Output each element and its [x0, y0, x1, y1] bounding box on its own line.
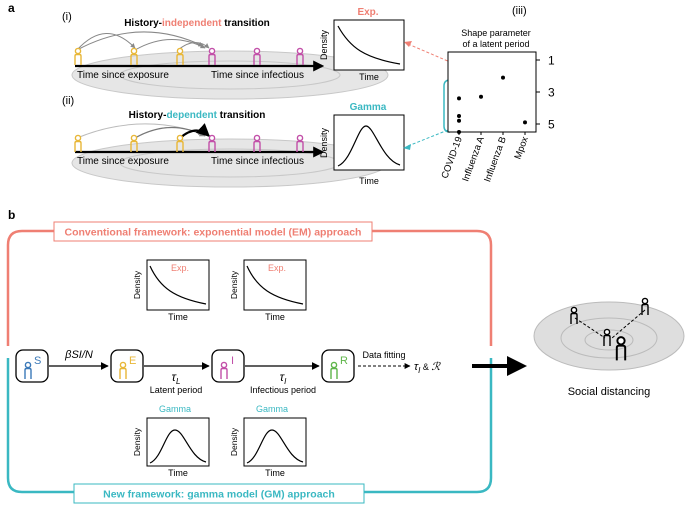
mini-gamma-infectious-xlabel: Time [265, 468, 285, 478]
y-tick-label: 3 [548, 86, 555, 100]
mini-exp-xlabel: Time [359, 72, 379, 82]
panel-a-ii-title: History-dependent transition [129, 110, 266, 121]
axis-exposure-ii: Time since exposure [77, 156, 169, 167]
mini-exp-ylabel: Density [319, 29, 329, 60]
connector-gamma-arrowhead [403, 144, 411, 150]
rate-infection-label: βSI/N [64, 349, 93, 361]
compartment-r [321, 349, 355, 383]
infectious-period-label: Infectious period [250, 385, 316, 395]
person-exposed-icon [74, 47, 82, 66]
mini-gamma-ylabel: Density [319, 127, 329, 158]
axis-infectious-ii: Time since infectious [211, 156, 304, 167]
mini-exp-infectious-title: Exp. [268, 263, 286, 273]
connector-exp-arrowhead [404, 41, 412, 47]
mini-exp-latent-plot [146, 259, 210, 311]
panel-b-label: b [8, 208, 15, 222]
y-tick-label: 5 [548, 118, 555, 132]
gamma-curve [246, 429, 304, 464]
compartment-r-label: R [340, 355, 348, 367]
transition-arc-i-2 [76, 31, 204, 51]
data-point [523, 120, 527, 125]
transition-arc-ii-2 [134, 126, 206, 139]
mini-gamma-infectious-title: Gamma [256, 404, 288, 414]
panel-a-ii-label: (ii) [62, 95, 74, 107]
chart-title-line1: Shape parameter [461, 28, 531, 38]
mini-exp-infectious-ylabel: Density [229, 270, 239, 299]
tau-l-label: τL [172, 370, 181, 386]
new-label-box [73, 483, 365, 504]
social-disc-mid [560, 317, 658, 359]
compartment-i [211, 349, 245, 383]
connector-exp [407, 43, 451, 63]
mini-exp-latent-xlabel: Time [168, 312, 188, 322]
mini-exp-infectious-plot [243, 259, 307, 311]
data-fitting-label: Data fitting [362, 350, 405, 360]
panel-a-i-label: (i) [62, 11, 72, 23]
compartment-e-label: E [129, 355, 136, 367]
exp-curve [149, 265, 207, 305]
distance-line-2 [611, 309, 646, 339]
person-exposed-icon [74, 134, 82, 153]
conventional-label: Conventional framework: exponential mode… [65, 227, 362, 239]
transition-arc-ii-3 [179, 123, 210, 139]
data-point [457, 96, 461, 101]
x-tick-label: COVID-19 [439, 135, 464, 180]
mini-exp-latent-title: Exp. [171, 263, 189, 273]
exp-curve [246, 265, 304, 305]
social-distancing-label: Social distancing [568, 386, 651, 398]
gamma-curve [337, 125, 401, 167]
panel-a-label: a [8, 1, 15, 15]
fit-result-label: τI & ℛ [414, 361, 441, 375]
mini-exp-infectious-xlabel: Time [265, 312, 285, 322]
mini-gamma-xlabel: Time [359, 176, 379, 186]
mini-exp-plot [333, 19, 405, 71]
x-tick-label: Mpox [513, 135, 531, 161]
connector-gamma [407, 129, 449, 147]
mini-exp-latent-ylabel: Density [132, 270, 142, 299]
state-disc-i [71, 50, 389, 100]
compartment-s-label: S [34, 355, 41, 367]
gamma-bracket [443, 79, 451, 133]
latent-period-label: Latent period [150, 385, 203, 395]
compartment-e [110, 349, 144, 383]
data-point [457, 130, 461, 134]
new-label: New framework: gamma model (GM) approach [103, 489, 335, 501]
mini-gamma-latent-xlabel: Time [168, 468, 188, 478]
transition-arc-i-3 [134, 39, 206, 51]
x-tick-label: Influenza B [482, 135, 509, 183]
mini-gamma-title: Gamma [350, 102, 387, 113]
tau-i-label: τI [280, 370, 288, 386]
mini-gamma-latent-title: Gamma [159, 404, 191, 414]
exp-curve [337, 25, 401, 65]
mini-gamma-latent-ylabel: Density [132, 427, 142, 456]
data-point [457, 114, 461, 118]
data-point [479, 94, 483, 99]
axis-exposure-i: Time since exposure [77, 70, 169, 81]
data-point [501, 75, 505, 80]
data-point [457, 118, 461, 123]
state-disc-inner-i [119, 60, 341, 90]
transition-arc-i-1 [76, 33, 136, 51]
mini-exp-title: Exp. [357, 7, 378, 18]
panel-a-i-title: History-independent transition [124, 18, 270, 29]
distance-line-1 [574, 317, 606, 339]
gamma-curve [149, 429, 207, 464]
conventional-label-box [53, 221, 373, 242]
compartment-s [15, 349, 49, 383]
panel-a-iii-label: (iii) [512, 5, 527, 17]
mini-gamma-infectious-ylabel: Density [229, 427, 239, 456]
scatter-frame [447, 51, 537, 133]
chart-title-line2: of a latent period [462, 39, 529, 49]
y-tick-label: 1 [548, 54, 555, 68]
compartment-i-label: I [231, 355, 234, 367]
axis-infectious-i: Time since infectious [211, 70, 304, 81]
